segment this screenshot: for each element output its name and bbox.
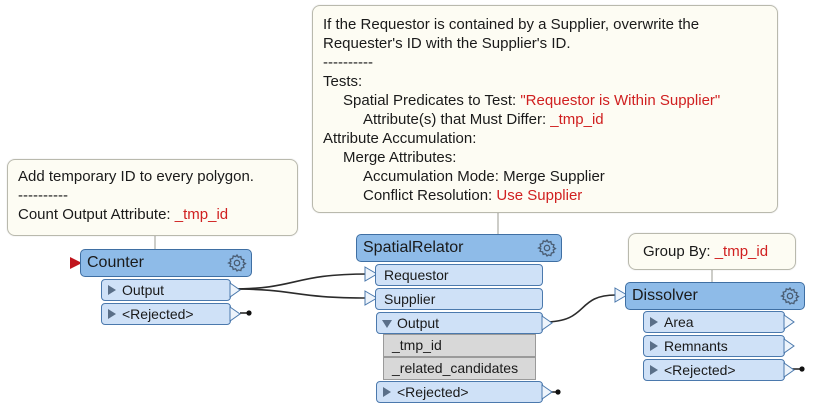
note-text: Count Output Attribute: _tmp_id: [18, 205, 287, 224]
expand-triangle-icon[interactable]: [650, 317, 658, 327]
supplier-input-port[interactable]: Supplier: [375, 288, 543, 310]
connection-end-dot: [246, 310, 252, 316]
note-text: Merge Attributes:: [343, 149, 457, 166]
note-text: Group By: _tmp_id: [643, 242, 785, 261]
note-label: Count Output Attribute:: [18, 206, 175, 223]
dissolver-annotation[interactable]: Group By: _tmp_id: [628, 233, 796, 270]
note-separator: ----------: [323, 54, 373, 71]
output-arrow-icon: [229, 306, 241, 322]
note-text: If the Requestor is contained by a Suppl…: [323, 16, 700, 33]
connection-output-to-dissolver[interactable]: [543, 294, 617, 323]
gear-icon[interactable]: [227, 253, 247, 273]
spatialrelator-transformer[interactable]: SpatialRelator: [356, 234, 562, 262]
output-arrow-icon: [541, 384, 553, 400]
expand-triangle-icon[interactable]: [650, 365, 658, 375]
note-text: Attribute Accumulation:: [323, 130, 477, 147]
attribute-row[interactable]: _tmp_id: [383, 334, 536, 357]
dissolver-remnants-port[interactable]: Remnants: [643, 335, 785, 357]
counter-annotation[interactable]: Add temporary ID to every polygon. -----…: [7, 159, 298, 236]
note-text: Tests:: [323, 73, 363, 90]
requestor-input-port[interactable]: Requestor: [375, 264, 543, 286]
output-arrow-icon: [783, 314, 795, 330]
dissolver-transformer[interactable]: Dissolver: [625, 282, 805, 310]
note-text: Attribute(s) that Must Differ: _tmp_id: [323, 110, 767, 129]
connection-end-dot: [799, 366, 805, 372]
note-value: _tmp_id: [714, 243, 769, 260]
expand-triangle-icon[interactable]: [108, 309, 116, 319]
connection-output-to-requestor[interactable]: [229, 273, 370, 290]
note-value: _tmp_id: [550, 111, 604, 128]
note-separator: ----------: [18, 187, 68, 204]
note-label: Conflict Resolution:: [363, 187, 497, 204]
collapse-triangle-icon[interactable]: [382, 320, 392, 328]
port-label: <Rejected>: [397, 384, 469, 400]
spatialrelator-output-port[interactable]: Output: [376, 312, 543, 334]
dissolver-rejected-port[interactable]: <Rejected>: [643, 359, 785, 381]
dissolver-area-port[interactable]: Area: [643, 311, 785, 333]
output-arrow-icon: [783, 362, 795, 378]
expand-triangle-icon[interactable]: [108, 285, 116, 295]
attribute-name: _related_candidates: [392, 360, 519, 376]
spatialrelator-annotation[interactable]: If the Requestor is contained by a Suppl…: [312, 5, 778, 213]
attribute-name: _tmp_id: [392, 337, 442, 353]
note-value: _tmp_id: [174, 206, 229, 223]
note-value: Use Supplier: [496, 187, 583, 204]
port-label: Requestor: [384, 267, 449, 283]
input-arrow-icon: [364, 290, 378, 306]
note-value: "Requestor is Within Supplier": [520, 92, 721, 109]
connection-output-to-supplier[interactable]: [229, 288, 370, 299]
port-label: Output: [397, 315, 440, 331]
expand-triangle-icon[interactable]: [383, 387, 391, 397]
transformer-title: Counter: [87, 254, 144, 271]
gear-icon[interactable]: [780, 286, 800, 306]
gear-icon[interactable]: [537, 238, 557, 258]
port-label: <Rejected>: [122, 306, 194, 322]
output-arrow-icon: [229, 282, 241, 298]
note-text: Conflict Resolution: Use Supplier: [323, 186, 767, 205]
port-label: Area: [664, 314, 694, 330]
input-arrow-icon: [614, 287, 628, 303]
note-label: Group By:: [643, 243, 715, 260]
note-text: Spatial Predicates to Test: "Requestor i…: [323, 91, 767, 110]
output-arrow-icon: [783, 338, 795, 354]
note-label: Attribute(s) that Must Differ:: [363, 111, 551, 128]
transformer-title: Dissolver: [632, 287, 698, 304]
transformer-title: SpatialRelator: [363, 239, 464, 256]
note-text: Accumulation Mode: Merge Supplier: [363, 168, 605, 185]
attribute-row[interactable]: _related_candidates: [383, 357, 536, 380]
port-label: <Rejected>: [664, 362, 736, 378]
connection-end-dot: [555, 389, 561, 395]
spatialrelator-rejected-port[interactable]: <Rejected>: [376, 381, 543, 403]
note-label: Spatial Predicates to Test:: [343, 92, 521, 109]
expand-triangle-icon[interactable]: [650, 341, 658, 351]
note-text: Add temporary ID to every polygon.: [18, 168, 254, 185]
counter-output-port[interactable]: Output: [101, 279, 231, 301]
note-text: Requester's ID with the Supplier's ID.: [323, 35, 571, 52]
port-label: Remnants: [664, 338, 728, 354]
output-arrow-icon: [541, 315, 553, 331]
input-arrow-icon: [364, 266, 378, 282]
port-label: Output: [122, 282, 165, 298]
port-label: Supplier: [384, 291, 436, 307]
counter-rejected-port[interactable]: <Rejected>: [101, 303, 231, 325]
counter-transformer[interactable]: Counter: [80, 249, 252, 277]
connection-start-marker: [70, 257, 82, 269]
